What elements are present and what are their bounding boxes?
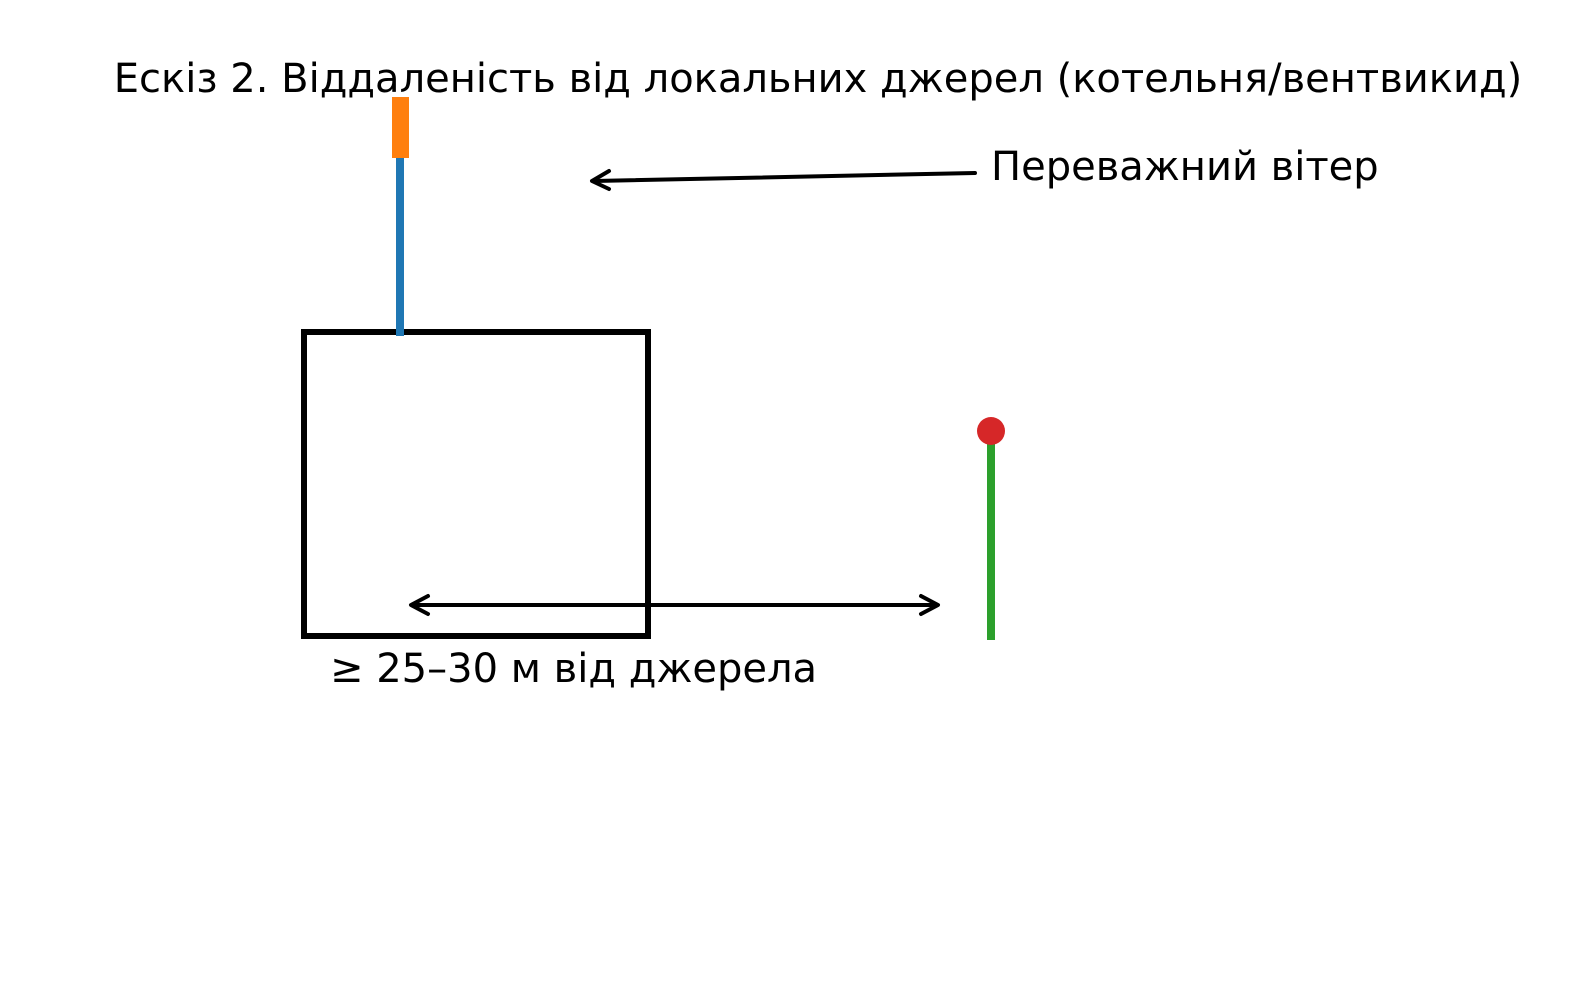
vent-stack-outlet <box>392 97 409 158</box>
distance-arrow-head-left <box>409 594 430 616</box>
building-outline <box>301 329 651 639</box>
wind-arrow-line <box>592 171 977 183</box>
wind-label: Переважний вітер <box>991 144 1379 190</box>
distance-label: ≥ 25–30 м від джерела <box>330 646 817 692</box>
wind-arrow-head <box>590 169 611 191</box>
distance-arrow-head-right <box>919 594 940 616</box>
sketch-title: Ескіз 2. Віддаленість від локальних джер… <box>114 56 1522 102</box>
intake-point-marker <box>977 417 1005 445</box>
